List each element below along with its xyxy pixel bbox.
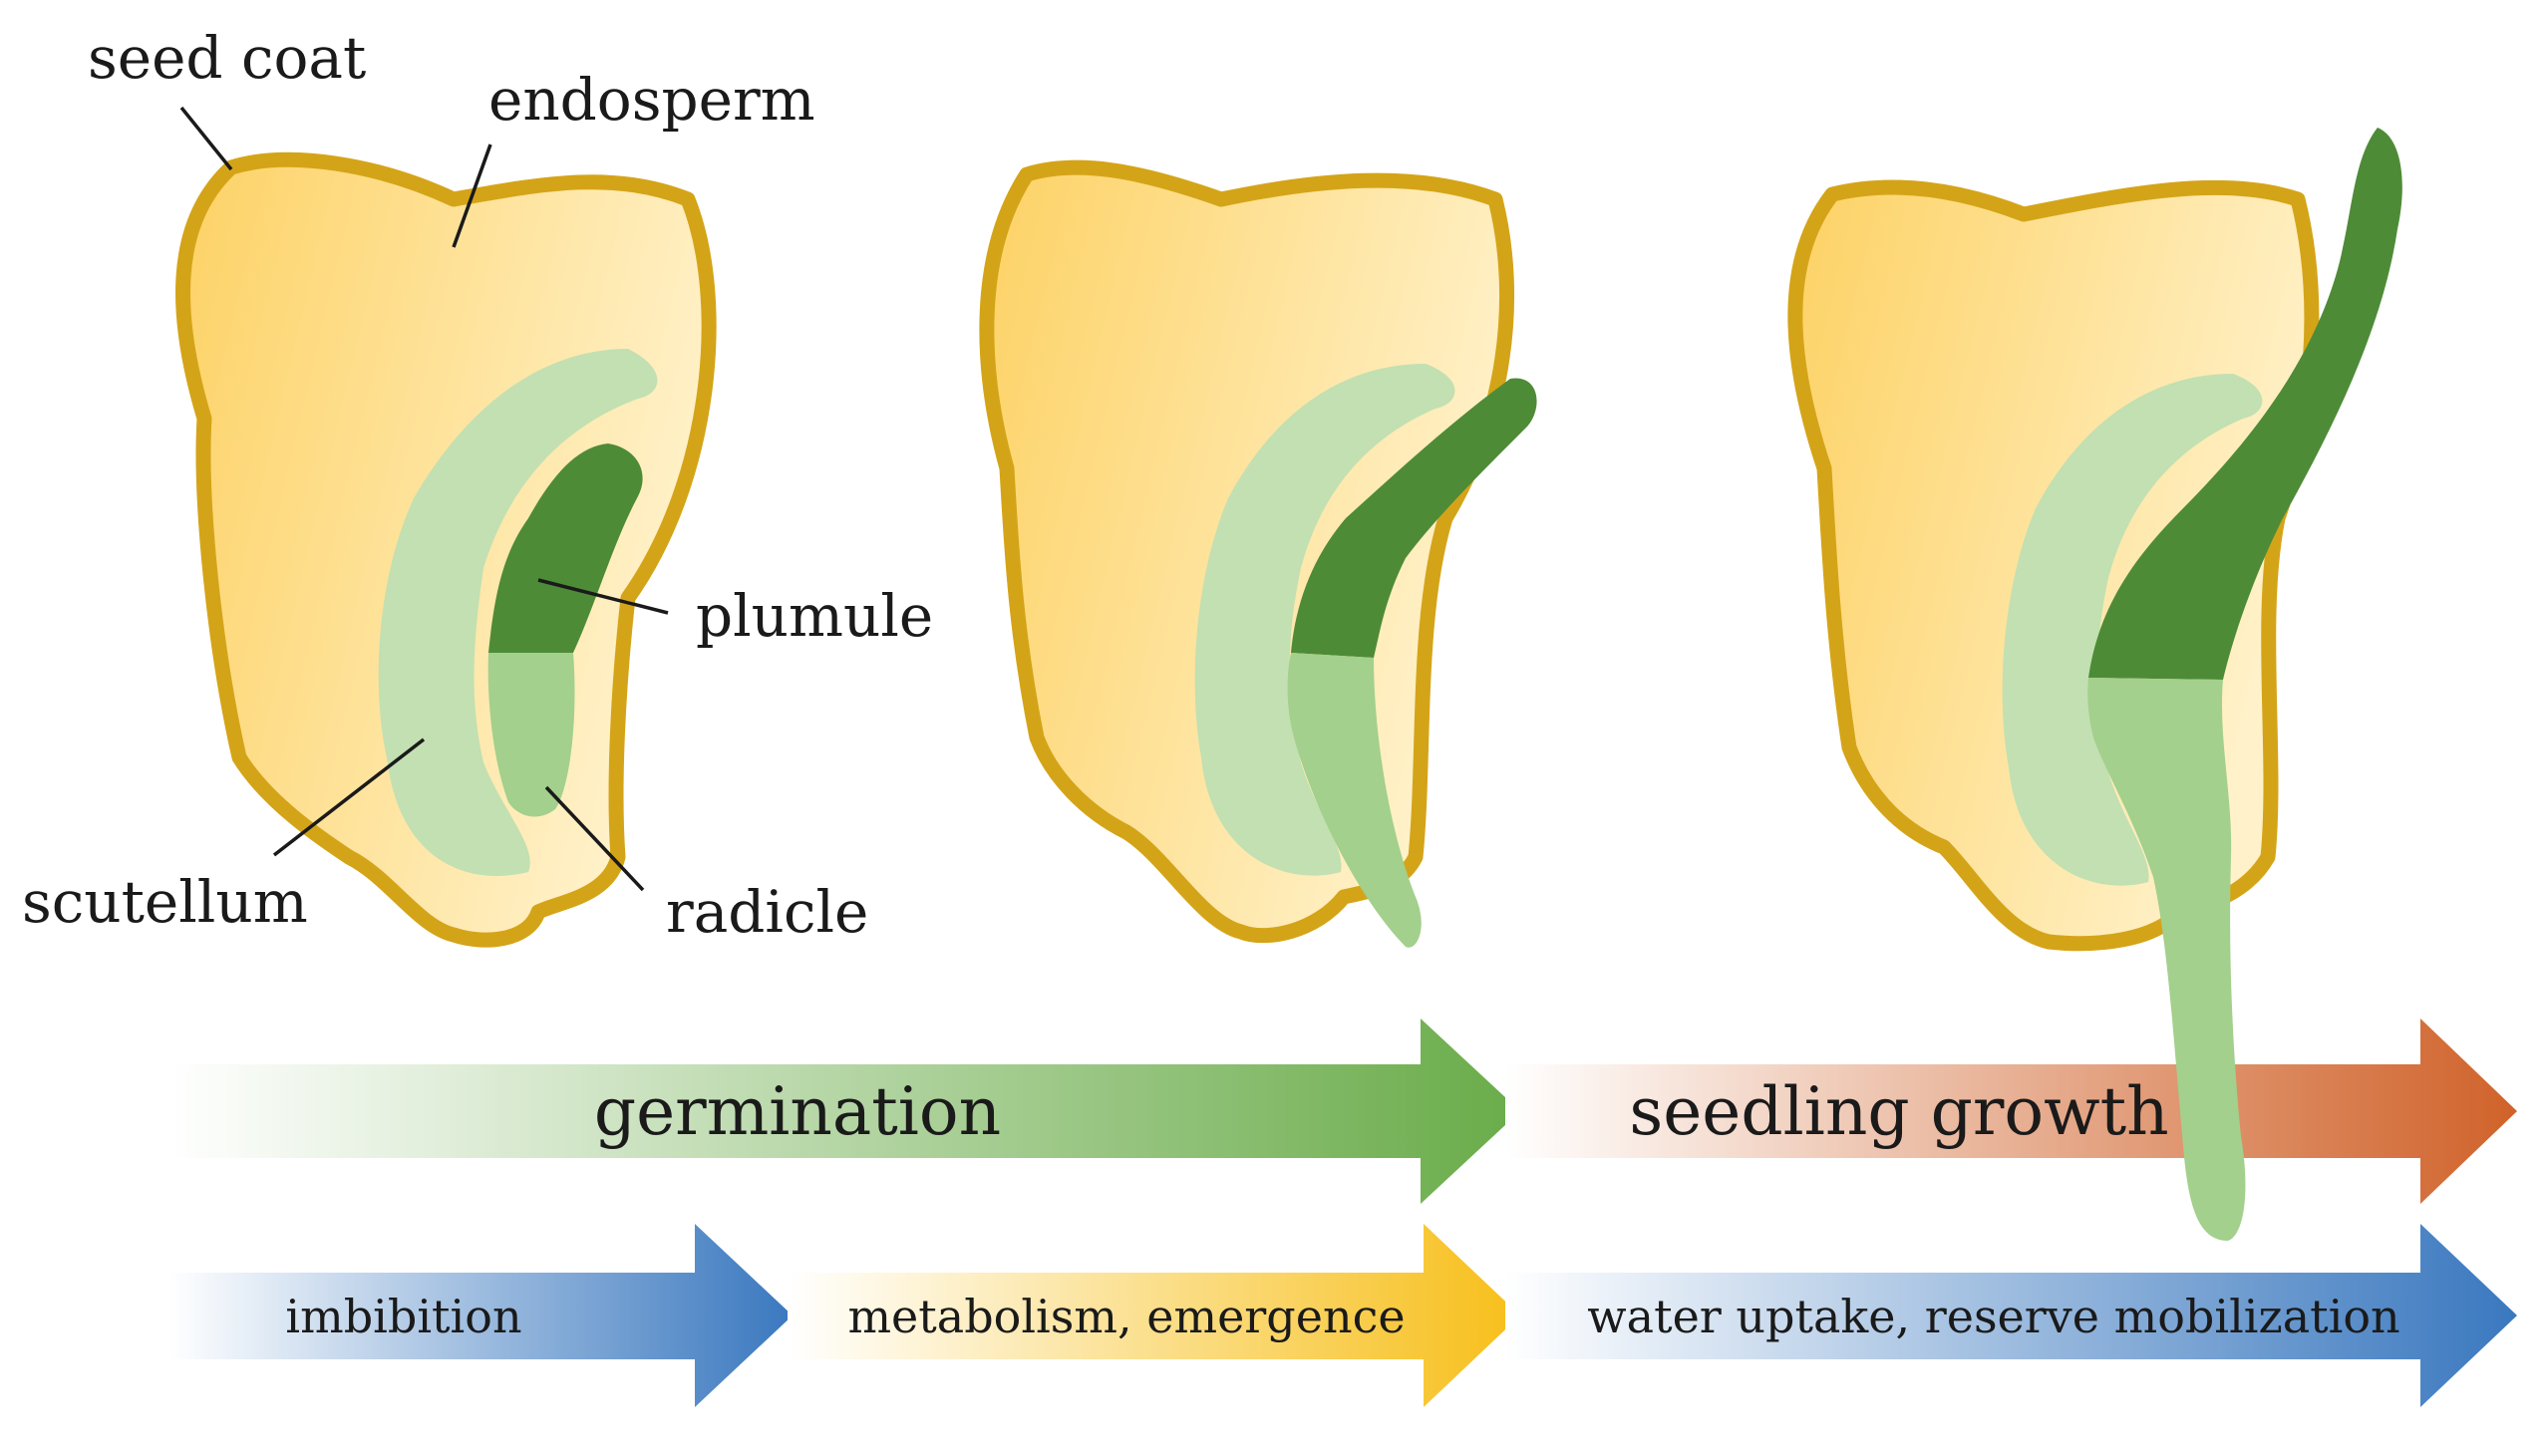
label-seedling-growth: seedling growth: [1629, 1073, 2168, 1150]
label-water-uptake: water uptake, reserve mobilization: [1587, 1290, 2399, 1343]
leader-lines: [179, 106, 669, 892]
label-radicle: radicle: [666, 878, 868, 946]
phase-labels: germination seedling growth: [594, 1073, 2169, 1150]
part-labels: seed coat endosperm plumule scutellum ra…: [22, 24, 933, 946]
label-plumule: plumule: [696, 582, 933, 650]
seedling-growth-arrow: [1505, 1019, 2517, 1204]
phase-arrows: [169, 1019, 2517, 1204]
label-scutellum: scutellum: [22, 868, 308, 936]
label-endosperm: endosperm: [488, 66, 815, 134]
plumule-shape-3: [2088, 128, 2402, 680]
plumule-shape-2: [1291, 378, 1537, 658]
seed-germinating: [979, 159, 1537, 948]
leader-seed-coat: [179, 106, 233, 171]
label-germination: germination: [594, 1073, 1001, 1150]
metabolism-arrow: [788, 1224, 1520, 1407]
water-uptake-arrow: [1505, 1224, 2517, 1407]
plumule-shape: [488, 443, 643, 653]
seed-dry: [175, 151, 717, 948]
leader-radicle: [544, 785, 645, 892]
scutellum-shape-2: [1194, 364, 1455, 876]
process-labels: imbibition metabolism, emergence water u…: [285, 1290, 2399, 1343]
scutellum-shape: [378, 349, 658, 876]
radicle-shape-3: [2087, 678, 2246, 1241]
seed-seedling: [1787, 128, 2402, 1241]
leader-plumule: [537, 578, 669, 615]
label-seed-coat: seed coat: [88, 24, 366, 92]
label-imbibition: imbibition: [285, 1290, 521, 1343]
imbibition-arrow: [169, 1224, 793, 1407]
leader-scutellum: [272, 737, 426, 857]
scutellum-shape-3: [2002, 374, 2263, 886]
radicle-shape: [487, 653, 575, 817]
leader-endosperm: [452, 144, 492, 248]
radicle-shape-2: [1287, 653, 1422, 948]
process-arrows: [169, 1224, 2517, 1407]
label-metabolism: metabolism, emergence: [847, 1290, 1405, 1343]
germination-arrow: [169, 1019, 1520, 1204]
